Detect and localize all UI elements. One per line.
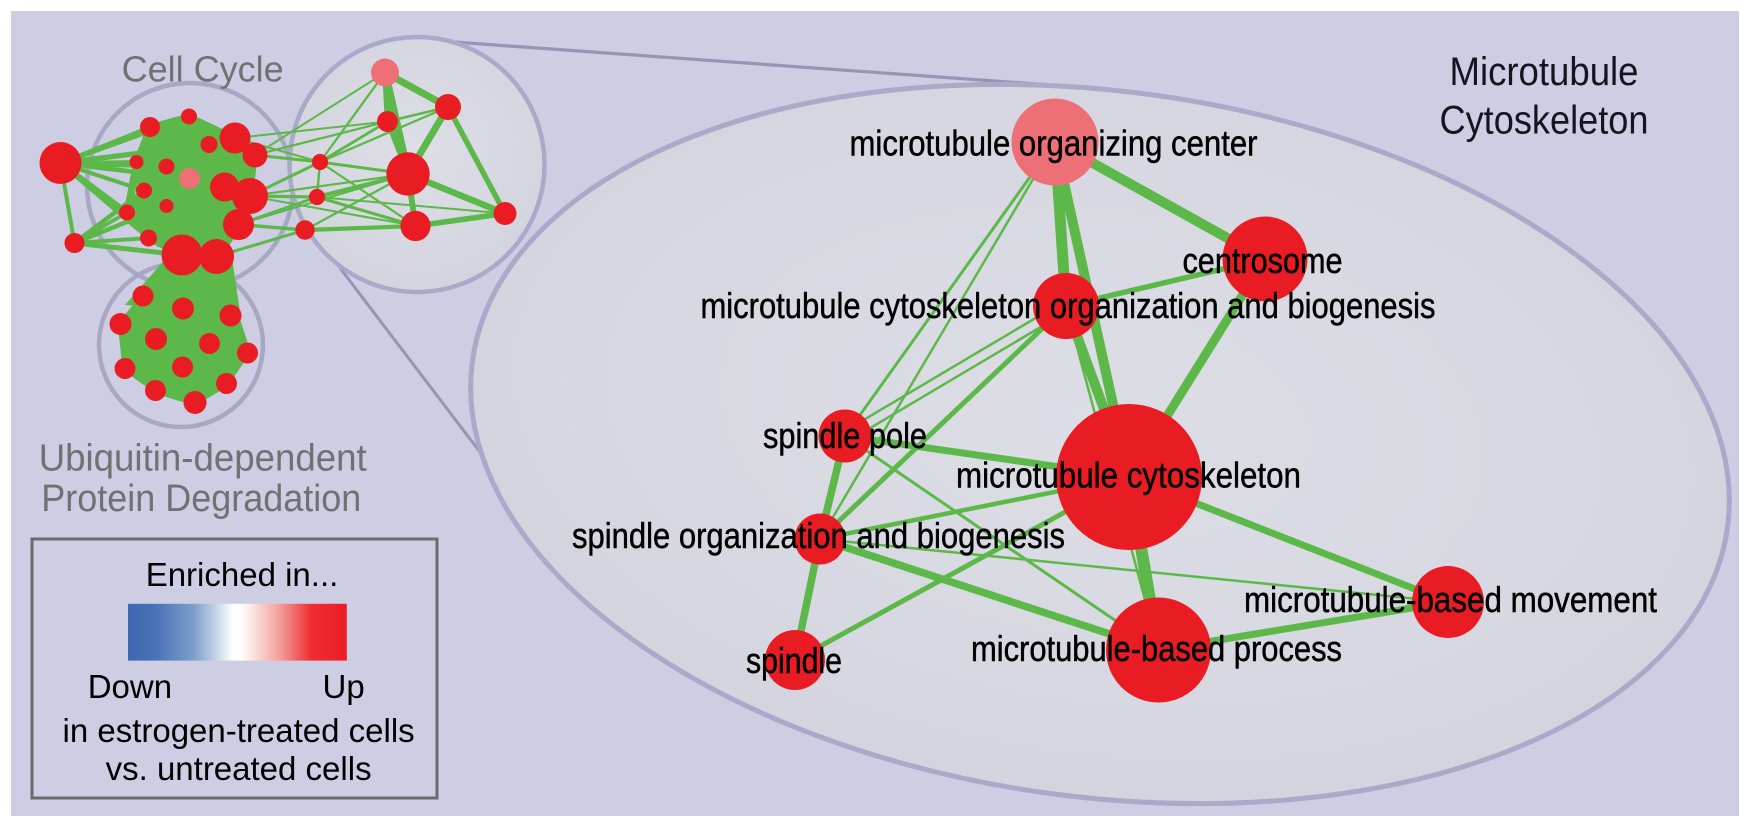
svg-text:in estrogen-treated cells: in estrogen-treated cells xyxy=(62,712,414,749)
svg-text:spindle: spindle xyxy=(746,640,842,681)
svg-text:microtubule organizing center: microtubule organizing center xyxy=(850,123,1258,164)
svg-text:Enriched in...: Enriched in... xyxy=(146,556,339,593)
svg-text:Protein Degradation: Protein Degradation xyxy=(41,478,361,520)
svg-text:centrosome: centrosome xyxy=(1183,240,1343,281)
svg-text:Cell Cycle: Cell Cycle xyxy=(122,48,284,89)
svg-text:spindle pole: spindle pole xyxy=(763,415,927,456)
svg-text:Cytoskeleton: Cytoskeleton xyxy=(1440,99,1649,143)
svg-text:Ubiquitin-dependent: Ubiquitin-dependent xyxy=(39,438,367,480)
svg-text:microtubule cytoskeleton: microtubule cytoskeleton xyxy=(956,455,1301,496)
svg-text:spindle organization and bioge: spindle organization and biogenesis xyxy=(572,515,1065,556)
svg-text:microtubule cytoskeleton organ: microtubule cytoskeleton organization an… xyxy=(701,285,1436,326)
svg-text:microtubule-based movement: microtubule-based movement xyxy=(1244,579,1657,620)
svg-text:Microtubule: Microtubule xyxy=(1450,50,1639,94)
svg-text:microtubule-based process: microtubule-based process xyxy=(971,628,1342,669)
svg-text:Up: Up xyxy=(323,668,365,705)
svg-text:vs. untreated cells: vs. untreated cells xyxy=(106,750,372,787)
svg-text:Down: Down xyxy=(88,668,172,705)
